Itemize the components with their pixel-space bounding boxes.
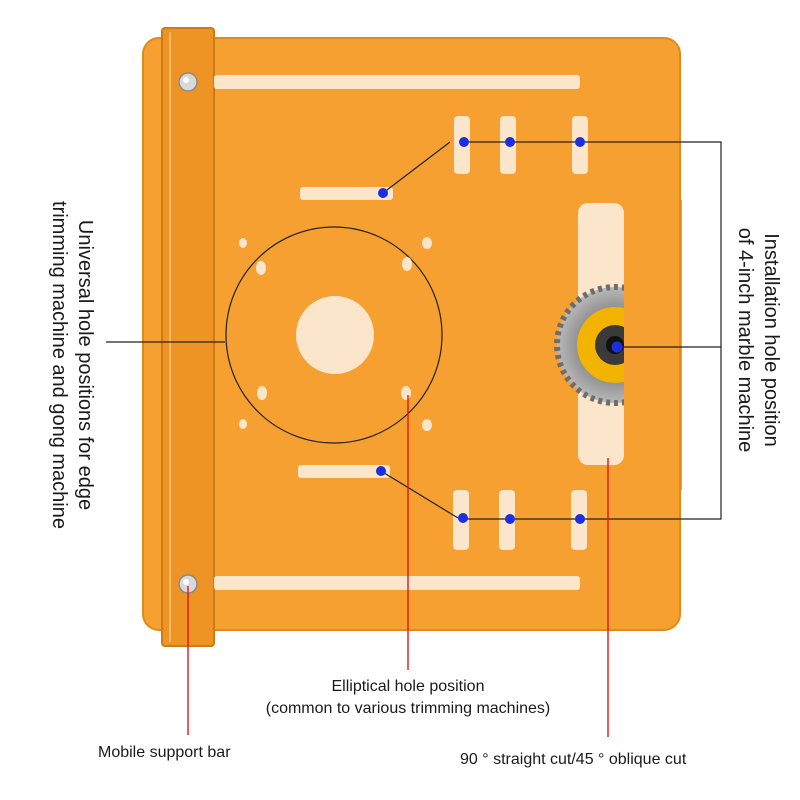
label-universal-hole-positions: Universal hole positions for edge trimmi… [46,201,98,529]
bottom-long-slot [214,576,580,590]
red-pointer-lines [187,395,609,737]
top-long-slot [214,75,580,89]
label-mobile-support-bar: Mobile support bar [98,744,231,761]
mount-hole [422,419,432,431]
mount-hole [239,419,247,429]
upper-short-slot [300,187,393,200]
label-line: (common to various trimming machines) [265,700,551,717]
label-installation-hole-position: Installation hole position of 4-inch mar… [732,228,784,453]
label-line: trimming machine and gong machine [48,201,70,529]
blue-dot-icon [376,137,623,524]
mount-hole [402,257,412,271]
label-line: Installation hole position [760,233,782,447]
mount-hole [256,261,266,275]
label-elliptical-hole-position: Elliptical hole position (common to vari… [266,676,551,720]
lower-short-slot [298,465,390,478]
mount-hole [422,237,432,249]
mount-hole [401,386,411,400]
mount-hole [239,238,247,248]
label-line: of 4-inch marble machine [734,227,756,453]
mount-hole [257,386,267,400]
leader-lines [106,141,722,520]
router-hole-ring [225,226,443,444]
label-cut-angles: 90 ° straight cut/45 ° oblique cut [460,751,687,768]
screw-head-icon [178,72,198,92]
label-line: Elliptical hole position [331,678,485,695]
router-center-hole [296,296,374,374]
plate-right-edge-cover [624,200,682,490]
label-line: Universal hole positions for edge [74,219,96,511]
